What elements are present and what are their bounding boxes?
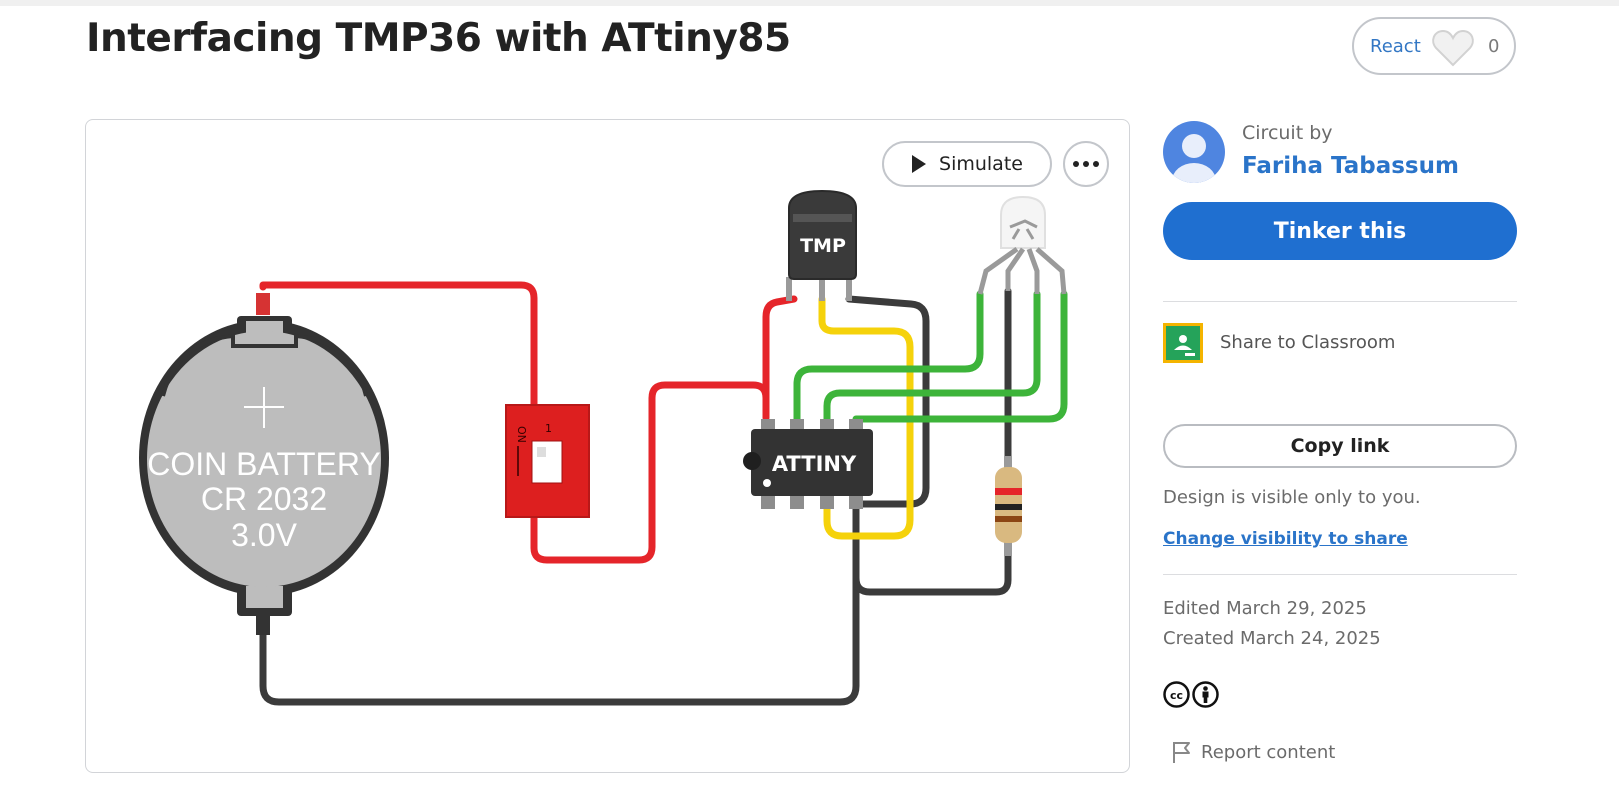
flag-icon — [1173, 742, 1190, 763]
tmp-label: TMP — [800, 235, 846, 257]
change-visibility-link[interactable]: Change visibility to share — [1163, 529, 1408, 549]
author-link[interactable]: Fariha Tabassum — [1242, 153, 1459, 179]
license-icons[interactable]: cc — [1163, 681, 1219, 708]
attiny-chip: ATTINY — [743, 419, 873, 509]
battery-label-1: COIN BATTERY — [147, 446, 381, 482]
top-strip — [0, 0, 1619, 6]
share-to-classroom-link[interactable]: Share to Classroom — [1220, 332, 1396, 353]
created-date: Created March 24, 2025 — [1163, 628, 1381, 649]
rgb-led — [977, 195, 1067, 295]
visibility-note: Design is visible only to you. — [1163, 487, 1421, 508]
tmp-sensor: TMP — [786, 189, 857, 301]
react-button[interactable]: React 0 — [1352, 17, 1516, 75]
switch-number: 1 — [545, 422, 552, 435]
switch-on-label: ON — [515, 426, 528, 443]
creative-commons-icon: cc — [1163, 681, 1190, 708]
battery-label-2: CR 2032 — [201, 481, 327, 517]
wire-red — [530, 381, 770, 564]
user-icon — [1172, 134, 1216, 183]
react-label: React — [1370, 35, 1421, 57]
wire-red — [259, 281, 538, 411]
circuit-diagram: COIN BATTERY CR 2032 3.0V ON 1 TMP — [139, 189, 1068, 706]
wire-green — [793, 290, 984, 423]
resistor — [995, 456, 1022, 556]
heart-icon — [1432, 29, 1474, 67]
report-content-label: Report content — [1201, 741, 1336, 763]
circuit-by-label: Circuit by — [1242, 122, 1333, 144]
copy-link-button[interactable]: Copy link — [1163, 424, 1517, 468]
battery-label-3: 3.0V — [231, 517, 297, 553]
edited-date: Edited March 29, 2025 — [1163, 598, 1367, 619]
ellipsis-icon — [1073, 161, 1099, 167]
svg-text:cc: cc — [1170, 689, 1183, 702]
wire-black — [852, 497, 1012, 596]
more-options-button[interactable] — [1063, 141, 1109, 187]
circuit-canvas[interactable]: COIN BATTERY CR 2032 3.0V ON 1 TMP — [85, 119, 1130, 773]
play-icon — [912, 155, 927, 173]
tinker-this-button[interactable]: Tinker this — [1163, 202, 1517, 260]
wire-green — [823, 290, 1041, 423]
page-title: Interfacing TMP36 with ATtiny85 — [86, 16, 791, 61]
slide-switch: ON 1 — [505, 404, 590, 518]
report-content-link[interactable]: Report content — [1171, 740, 1335, 764]
divider — [1163, 574, 1517, 575]
author-avatar[interactable] — [1163, 121, 1225, 183]
wire-black — [845, 295, 930, 508]
divider — [1163, 301, 1517, 302]
coin-battery: COIN BATTERY CR 2032 3.0V — [139, 293, 389, 635]
simulate-label: Simulate — [939, 153, 1023, 175]
wire-green — [852, 290, 1068, 423]
react-count: 0 — [1488, 35, 1500, 57]
simulate-button[interactable]: Simulate — [882, 141, 1052, 187]
wire-yellow — [818, 295, 914, 540]
attiny-label: ATTINY — [772, 452, 857, 476]
google-classroom-icon[interactable] — [1163, 323, 1203, 363]
attribution-icon — [1192, 681, 1219, 708]
wire-red — [762, 295, 798, 410]
wire-black — [259, 497, 860, 706]
